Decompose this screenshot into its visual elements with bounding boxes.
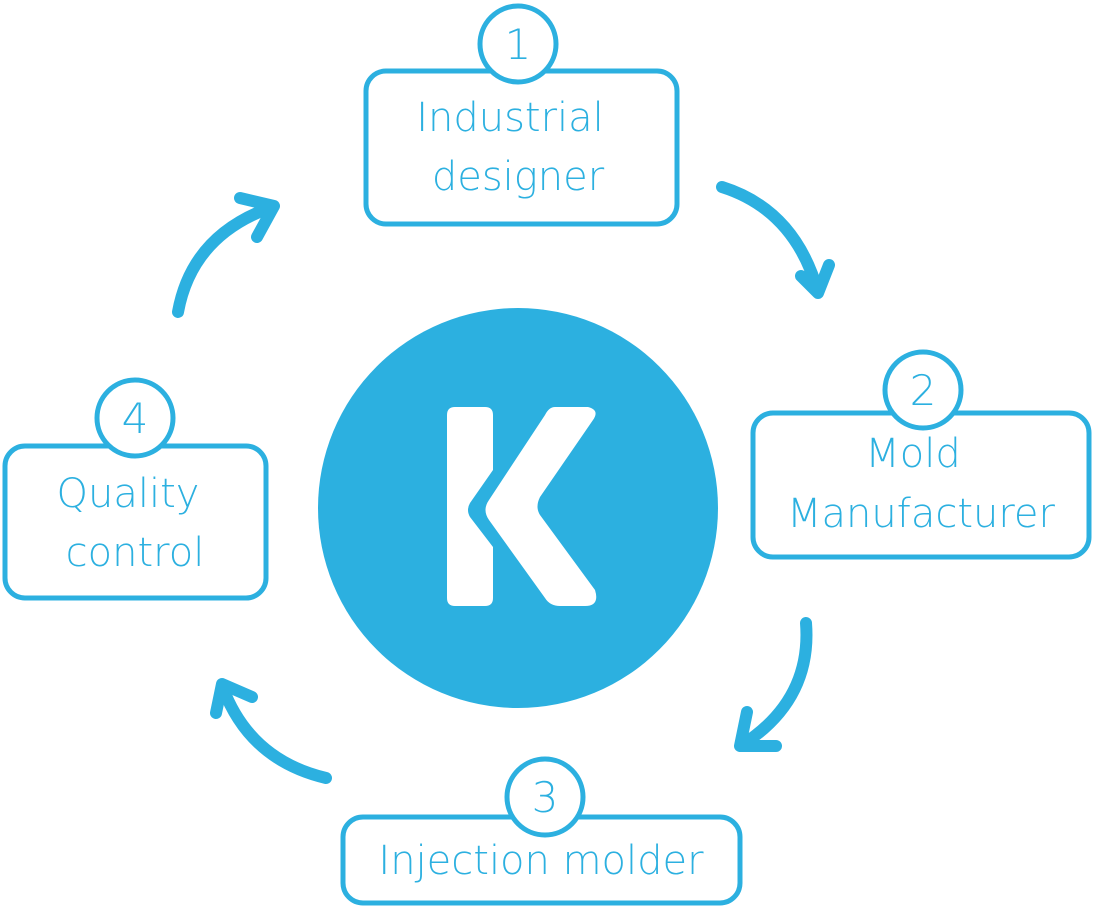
step-label-line: Quality [57, 471, 200, 517]
step-label-line: Mold [865, 431, 961, 477]
step-number-badge [94, 377, 176, 459]
step-1-industrial-designer: 1 Industrial designer [363, 3, 680, 227]
step-number: 2 [910, 366, 937, 415]
step-3-injection-molder: 3 Injection molder [340, 756, 743, 906]
arrow-2-to-3 [734, 617, 813, 752]
step-label-line: Manufacturer [787, 491, 1056, 537]
step-label-line: control [66, 530, 205, 576]
step-box [363, 68, 680, 227]
step-4-quality-control: 4 Quality control [2, 377, 269, 601]
arrow-1-to-2 [716, 181, 835, 299]
step-number-badge [882, 349, 964, 431]
step-label-line: designer [432, 154, 605, 200]
step-number-badge [504, 756, 586, 838]
k-logo-icon [447, 407, 597, 606]
step-2-mold-manufacturer: 2 Mold Manufacturer [750, 349, 1092, 560]
step-number: 3 [532, 773, 559, 822]
step-number-badge [477, 3, 559, 85]
center-logo [318, 308, 718, 708]
arrow-3-to-4 [210, 678, 332, 784]
step-label-line: Industrial [416, 95, 604, 141]
step-number: 1 [505, 20, 532, 69]
arrow-4-to-1 [172, 192, 280, 318]
step-number: 4 [122, 394, 149, 443]
step-label-line: Injection molder [378, 838, 704, 884]
